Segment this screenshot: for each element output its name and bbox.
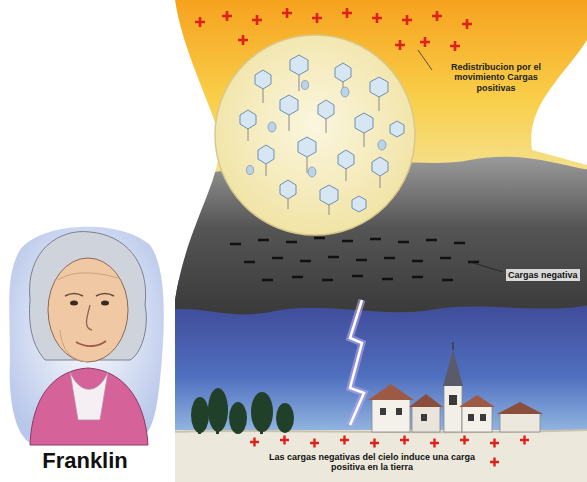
- induction-note: Las cargas negativas del cielo induce un…: [262, 451, 482, 474]
- charge-note: Cargas negativa: [506, 269, 580, 281]
- ground: [170, 430, 587, 482]
- coat: [30, 368, 148, 445]
- label-holder: Cargas negativa: [506, 264, 584, 282]
- label-holder: Redistribucion por el movimiento Cargas …: [440, 62, 552, 93]
- leader-line: [418, 50, 432, 70]
- ice-crystal-bubble: [215, 35, 415, 235]
- bubble-circle: [215, 35, 415, 235]
- franklin-portrait: [9, 227, 164, 445]
- crystal-trails: [248, 75, 380, 215]
- label-holder: Franklin: [10, 448, 160, 473]
- trees: [191, 388, 294, 434]
- leader-line: [470, 262, 503, 272]
- charge-note: Redistribucion por el movimiento Cargas …: [440, 62, 552, 93]
- ice-crystals: [240, 55, 404, 212]
- label-holder: Las cargas negativas del cielo induce un…: [262, 451, 482, 474]
- sky-panel: [170, 0, 587, 482]
- buildings: [368, 342, 543, 432]
- lightning-bolt: [350, 300, 364, 425]
- portrait-caption: Franklin: [10, 448, 160, 473]
- water-drops: [247, 81, 387, 178]
- negative-charges: [230, 238, 479, 280]
- portrait-background: [9, 227, 164, 445]
- face: [48, 258, 128, 362]
- cravat: [70, 372, 108, 420]
